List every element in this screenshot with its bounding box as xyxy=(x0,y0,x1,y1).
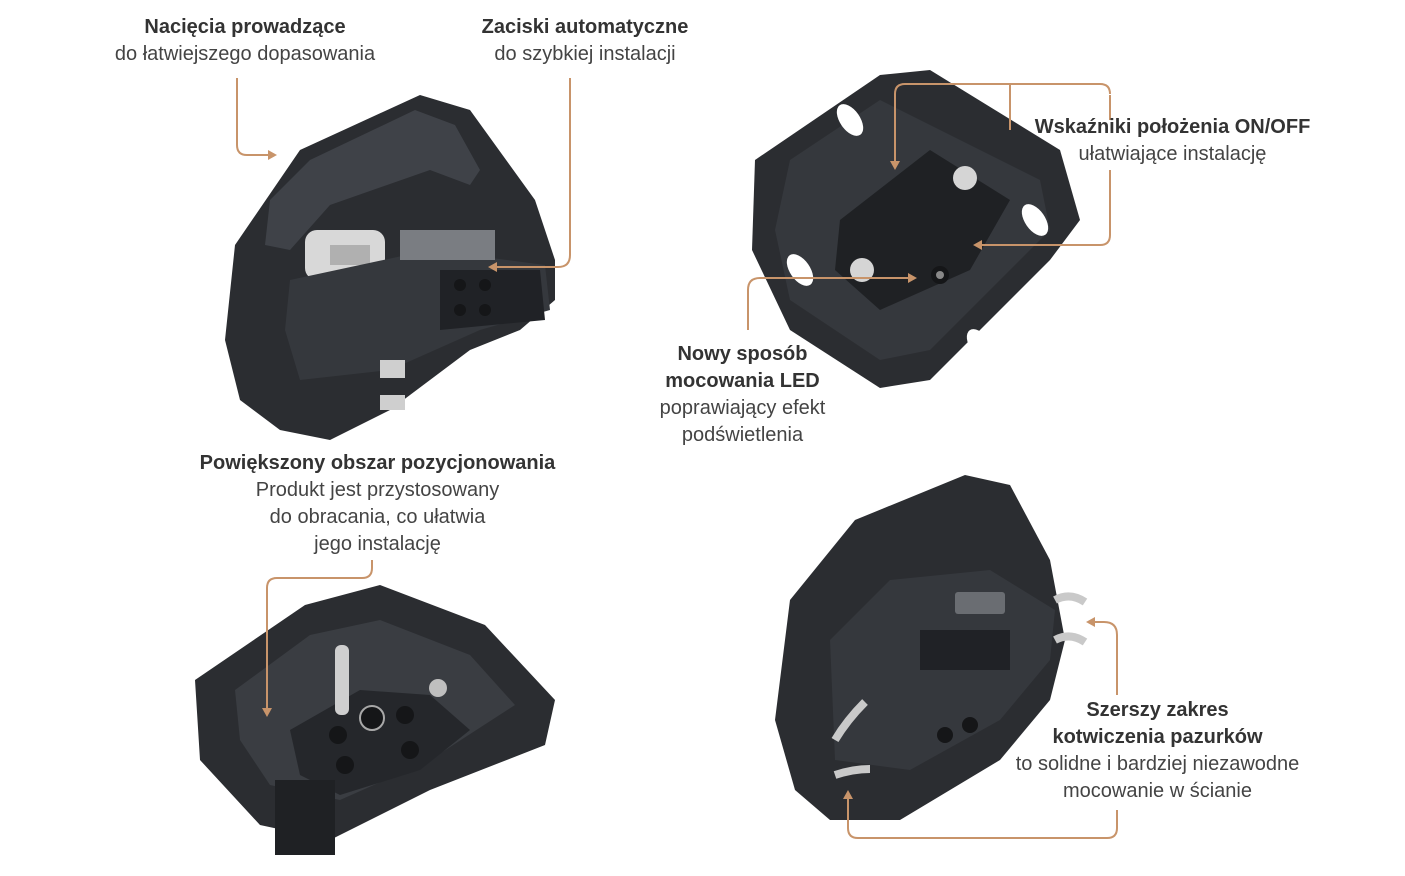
callout-desc-line3: jego instalację xyxy=(314,533,441,555)
callout-title-line2: kotwiczenia pazurków xyxy=(1052,726,1263,748)
leader-onoff-side xyxy=(975,95,1111,245)
callout-guide-notches: Nacięcia prowadzące do łatwiejszego dopa… xyxy=(70,14,420,68)
product-socket-bottom-right xyxy=(775,475,1088,820)
callout-title: Zaciski automatyczne xyxy=(481,16,689,38)
callout-desc-line2: mocowanie w ścianie xyxy=(1063,780,1252,802)
product-socket-bottom-left xyxy=(195,585,555,855)
callout-onoff-indicators: Wskaźniki położenia ON/OFF ułatwiające i… xyxy=(1005,114,1340,168)
leader-onoff-top xyxy=(890,83,1011,170)
callout-title-line2: mocowania LED xyxy=(665,370,820,392)
callout-desc-line2: podświetlenia xyxy=(681,424,804,446)
callout-desc: ułatwiające instalację xyxy=(1078,143,1267,165)
callout-title: Nowy sposób xyxy=(677,343,808,365)
callout-title: Powiększony obszar pozycjonowania xyxy=(199,452,556,474)
callout-desc-line2: do obracania, co ułatwia xyxy=(269,506,486,528)
callout-desc: poprawiający efekt xyxy=(659,397,826,419)
leader-onoff-join xyxy=(1010,83,1111,95)
callout-desc: do szybkiej instalacji xyxy=(494,43,676,65)
leader-claw-top xyxy=(1086,617,1118,695)
callout-led-mount: Nowy sposób mocowania LED poprawiający e… xyxy=(630,341,855,449)
callout-desc: Produkt jest przystosowany xyxy=(255,479,500,501)
leader-led-mount xyxy=(747,273,917,330)
product-switch-top-right xyxy=(752,70,1080,388)
callout-desc: to solidne i bardziej niezawodne xyxy=(1015,753,1300,775)
product-socket-top-left xyxy=(225,95,555,440)
callout-desc: do łatwiejszego dopasowania xyxy=(114,43,376,65)
leader-claw-bottom xyxy=(843,790,1118,839)
callout-auto-terminals: Zaciski automatyczne do szybkiej instala… xyxy=(440,14,730,68)
callout-positioning-area: Powiększony obszar pozycjonowania Produk… xyxy=(175,450,580,558)
leader-auto-terminals xyxy=(488,78,571,272)
callout-title: Szerszy zakres xyxy=(1086,699,1229,721)
callout-title: Wskaźniki położenia ON/OFF xyxy=(1034,116,1311,138)
leader-guide-notches xyxy=(236,78,277,160)
leader-positioning-area xyxy=(262,560,373,717)
callout-title: Nacięcia prowadzące xyxy=(144,16,346,38)
callout-claw-range: Szerszy zakres kotwiczenia pazurków to s… xyxy=(985,697,1330,805)
